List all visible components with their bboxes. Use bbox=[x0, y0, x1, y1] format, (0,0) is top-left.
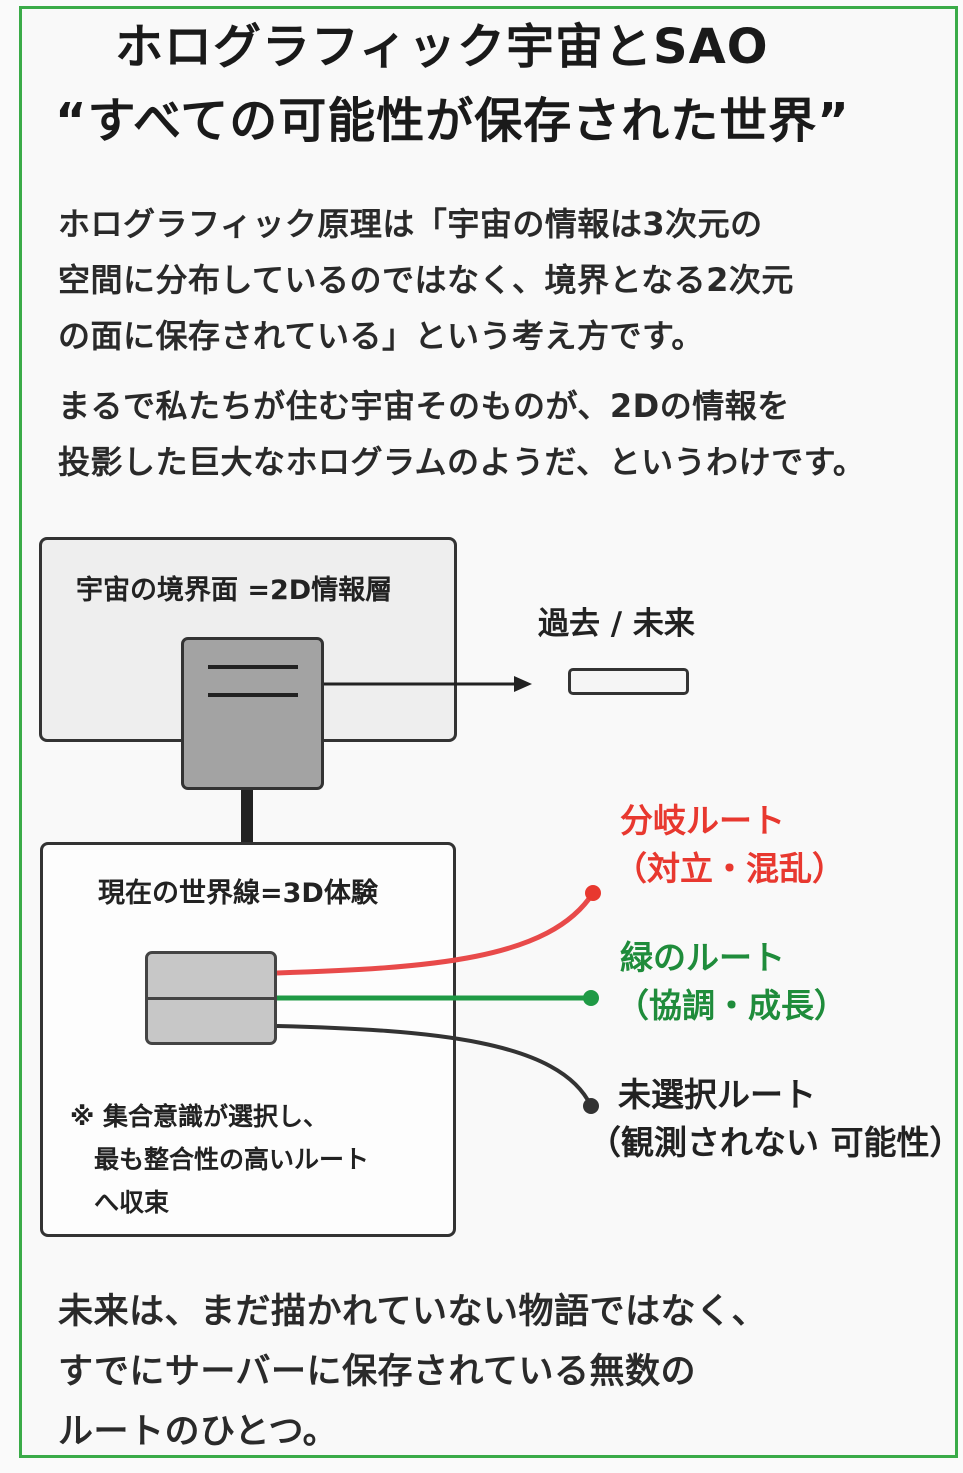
red-route-line bbox=[276, 891, 596, 976]
intro-paragraph-1: ホログラフィック原理は「宇宙の情報は3次元の 空間に分布しているのではなく、境界… bbox=[58, 196, 794, 364]
route-subtitle: （協調・成長） bbox=[616, 986, 847, 1025]
note-line: ※ 集合意識が選択し、 bbox=[70, 1102, 329, 1131]
green-route-endpoint bbox=[583, 990, 599, 1006]
conclusion-paragraph: 未来は、まだ描かれていない物語ではなく、 すでにサーバーに保存されている無数の … bbox=[58, 1282, 767, 1462]
past-future-label: 過去 / 未来 bbox=[538, 606, 695, 642]
worldline-node-icon bbox=[145, 951, 277, 1045]
unselected-route-label: 未選択ルート （観測されない 可能性） bbox=[588, 1071, 963, 1167]
red-route-label: 分岐ルート （対立・混乱） bbox=[614, 797, 845, 893]
black-route-line bbox=[276, 1024, 593, 1107]
intro-line: 空間に分布しているのではなく、境界となる2次元 bbox=[58, 261, 794, 299]
title-line-2: “すべての可能性が保存された世界” bbox=[55, 93, 850, 149]
route-title: 分岐ルート bbox=[620, 801, 785, 840]
black-route-endpoint bbox=[583, 1098, 599, 1114]
intro-line: ホログラフィック原理は「宇宙の情報は3次元の bbox=[58, 205, 763, 243]
intro-line: 投影した巨大なホログラムのようだ、というわけです。 bbox=[58, 443, 866, 481]
server-slot bbox=[208, 665, 298, 669]
server-slot bbox=[208, 693, 298, 697]
red-route-endpoint bbox=[585, 885, 601, 901]
intro-paragraph-2: まるで私たちが住む宇宙そのものが、2Dの情報を 投影した巨大なホログラムのようだ… bbox=[58, 378, 865, 490]
conclusion-line: 未来は、まだ描かれていない物語ではなく、 bbox=[58, 1292, 767, 1332]
conclusion-line: ルートのひとつ。 bbox=[58, 1412, 339, 1452]
server-icon bbox=[181, 637, 324, 790]
route-subtitle: （対立・混乱） bbox=[614, 849, 845, 888]
route-title: 未選択ルート bbox=[618, 1075, 816, 1114]
note-line: 最も整合性の高いルート bbox=[94, 1145, 370, 1174]
route-title: 緑のルート bbox=[620, 938, 785, 977]
note-line: へ収束 bbox=[94, 1188, 170, 1217]
vertical-connector bbox=[241, 790, 253, 842]
arrowhead-icon bbox=[514, 676, 532, 692]
intro-line: の面に保存されている」という考え方です。 bbox=[58, 317, 704, 355]
conclusion-line: すでにサーバーに保存されている無数の bbox=[58, 1352, 696, 1392]
route-subtitle: （観測されない 可能性） bbox=[588, 1123, 963, 1162]
selection-note: ※ 集合意識が選択し、 最も整合性の高いルート へ収束 bbox=[70, 1095, 369, 1224]
green-route-label: 緑のルート （協調・成長） bbox=[616, 934, 847, 1030]
intro-line: まるで私たちが住む宇宙そのものが、2Dの情報を bbox=[58, 387, 790, 425]
timeline-box bbox=[568, 668, 689, 695]
title-line-1: ホログラフィック宇宙とSAO bbox=[115, 19, 769, 75]
boundary-label: 宇宙の境界面 =2D情報層 bbox=[76, 575, 393, 606]
present-label: 現在の世界線=3D体験 bbox=[98, 878, 378, 909]
node-divider bbox=[148, 997, 274, 1000]
